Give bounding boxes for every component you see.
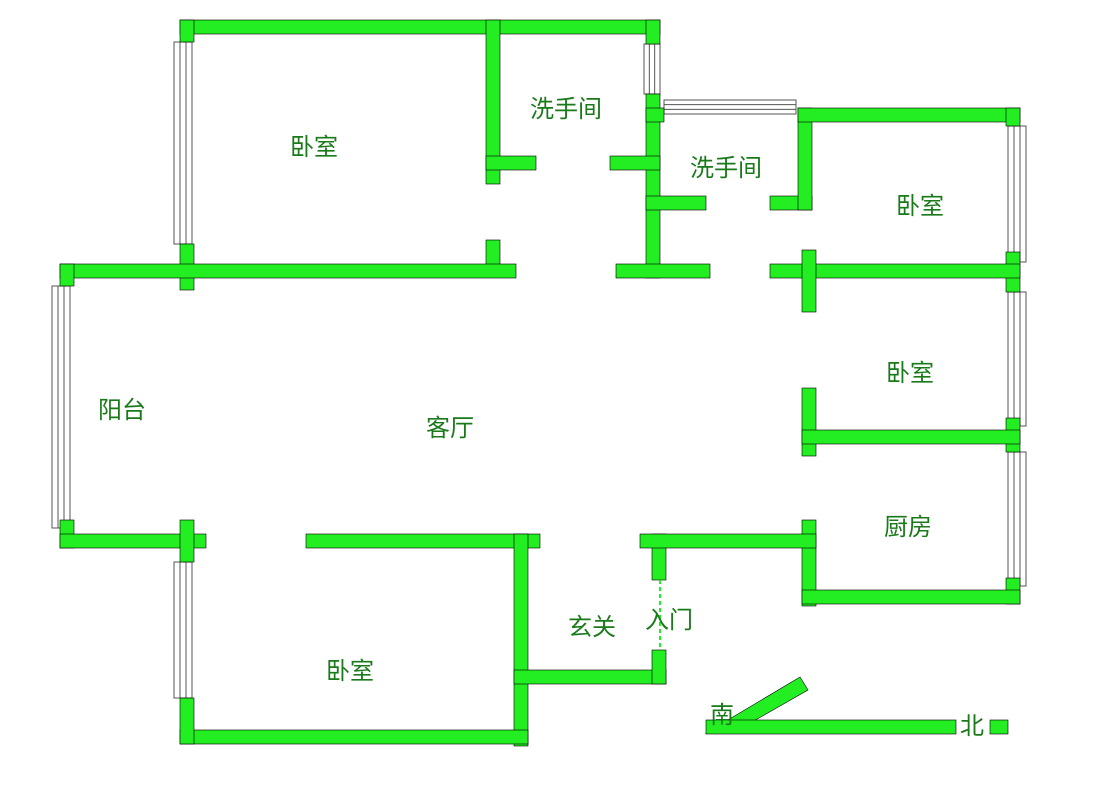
window-bathroom-2 (663, 99, 797, 115)
wall-balcony-left-top (59, 263, 75, 287)
wall-bath1-stub-right (609, 155, 661, 171)
windows (51, 41, 1027, 699)
compass (704, 676, 1009, 735)
wall-bath2-right (797, 107, 813, 211)
wall-lower-horizontal-right (639, 533, 817, 549)
wall-lower-horizontal-left (59, 533, 207, 549)
window-balcony (51, 285, 71, 529)
wall-bath2-top-stub (645, 107, 665, 123)
label-bathroom-1: 洗手间 (530, 95, 602, 123)
label-compass-north: 北 (960, 712, 984, 740)
window-kitchen (1007, 451, 1027, 587)
wall-kitchen-bottom (801, 589, 1021, 605)
label-bedroom-bottom-left: 卧室 (326, 657, 374, 685)
label-bathroom-2: 洗手间 (690, 154, 762, 182)
window-bathroom-1 (643, 43, 661, 95)
compass-bar (705, 719, 957, 735)
wall-right-outer-1 (1005, 107, 1021, 127)
wall-mid-bedroom-left (801, 387, 817, 457)
wall-partition-bedroom-bath (485, 19, 501, 185)
label-compass-south: 南 (710, 701, 734, 729)
window-bedroom-bottom-left (173, 561, 193, 699)
label-bedroom-top-left: 卧室 (290, 133, 338, 161)
wall-bedroom-bottom-left-edge (179, 697, 195, 745)
wall-right-top (797, 107, 1021, 123)
label-foyer: 玄关 (568, 613, 616, 641)
wall-bath-stub-left (485, 155, 537, 171)
label-entrance: 入门 (645, 606, 693, 634)
wall-upper-horizontal-mid (615, 263, 711, 279)
wall-bath1-right-upper (645, 19, 661, 45)
wall-lower-horizontal-mid (305, 533, 541, 549)
wall-foyer-bottom (513, 669, 667, 685)
wall-bath2-stub-left (645, 195, 707, 211)
wall-bedroom-left-upper (179, 19, 195, 43)
wall-foyer-right-lower (651, 649, 667, 685)
wall-lower-cross-stub (179, 519, 195, 563)
wall-bedroom-bottom-right (513, 533, 529, 747)
walls (59, 19, 1021, 747)
wall-upper-horizontal-right (769, 263, 1021, 279)
compass-north-tip (989, 719, 1009, 735)
wall-upper-horizontal-left (59, 263, 517, 279)
label-bedroom-right-top: 卧室 (896, 192, 944, 220)
label-kitchen: 厨房 (884, 513, 932, 541)
window-bedroom-right-top (1007, 125, 1027, 263)
room-labels: 卧室 洗手间 洗手间 卧室 卧室 厨房 阳台 客厅 卧室 玄关 入门 南 北 (98, 95, 984, 740)
label-living-room: 客厅 (426, 414, 474, 442)
wall-top (179, 19, 661, 35)
wall-mid-bedroom-bottom (801, 429, 1021, 445)
label-bedroom-right-mid: 卧室 (886, 359, 934, 387)
window-bedroom-top-left (173, 41, 193, 245)
window-bedroom-right-mid (1007, 291, 1027, 427)
wall-bedroom-bottom (179, 729, 529, 745)
label-balcony: 阳台 (98, 396, 146, 424)
wall-cross-stub (801, 249, 817, 313)
